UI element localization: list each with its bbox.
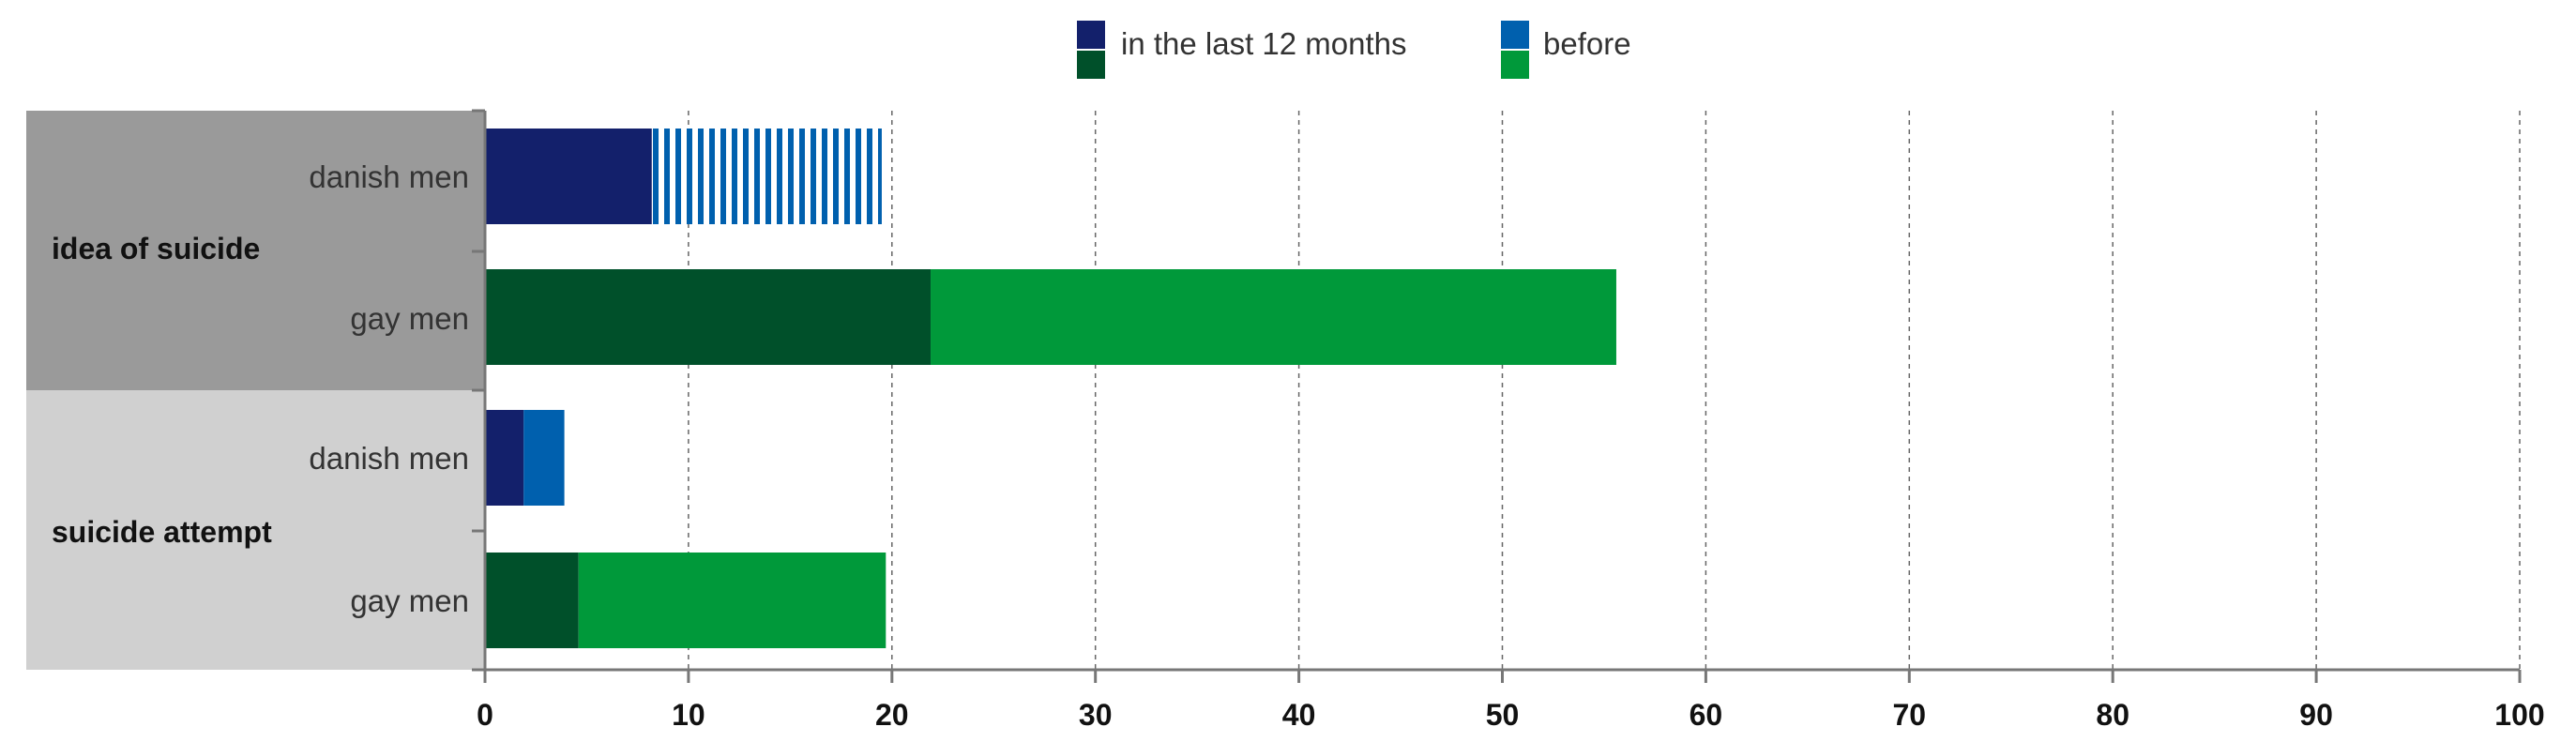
x-tick-label-100: 100 bbox=[2494, 698, 2544, 732]
bar-idea-of-suicide-danish-men-last12 bbox=[485, 129, 652, 224]
x-tick-label-20: 20 bbox=[875, 698, 909, 732]
bar-idea-of-suicide-danish-men-before bbox=[651, 129, 882, 224]
group-label-idea-of-suicide: idea of suicide bbox=[52, 232, 260, 265]
group-bg-idea-of-suicide bbox=[26, 111, 485, 390]
x-tick-label-60: 60 bbox=[1690, 698, 1723, 732]
x-tick-label-0: 0 bbox=[477, 698, 493, 732]
row-label-attempt-danish-men: danish men bbox=[309, 441, 469, 476]
group-label-suicide-attempt: suicide attempt bbox=[52, 515, 272, 549]
x-tick-label-10: 10 bbox=[672, 698, 705, 732]
x-tick-label-30: 30 bbox=[1079, 698, 1113, 732]
legend-swatch-before-blue bbox=[1501, 21, 1529, 49]
x-tick-label-50: 50 bbox=[1486, 698, 1520, 732]
x-tick-label-80: 80 bbox=[2096, 698, 2129, 732]
gridlines bbox=[688, 111, 2521, 670]
bar-suicide-attempt-gay-men-before bbox=[578, 553, 886, 648]
bar-idea-of-suicide-gay-men-last12 bbox=[485, 269, 932, 365]
legend-label-before: before bbox=[1543, 26, 1631, 61]
row-label-attempt-gay-men: gay men bbox=[350, 583, 469, 618]
bar-idea-of-suicide-gay-men-before bbox=[931, 269, 1616, 365]
row-label-idea-danish-men: danish men bbox=[309, 159, 469, 194]
legend-swatch-last12-blue bbox=[1077, 21, 1105, 49]
row-label-idea-gay-men: gay men bbox=[350, 301, 469, 336]
legend-label-last12: in the last 12 months bbox=[1121, 26, 1407, 61]
bar-suicide-attempt-danish-men-before bbox=[523, 410, 565, 506]
x-tick-label-90: 90 bbox=[2299, 698, 2333, 732]
x-tick-label-70: 70 bbox=[1893, 698, 1927, 732]
x-tick-label-40: 40 bbox=[1282, 698, 1316, 732]
bars bbox=[485, 129, 1616, 648]
x-axis: 0 10 20 30 40 50 60 70 80 90 100 bbox=[472, 109, 2545, 732]
group-bg-suicide-attempt bbox=[26, 390, 485, 670]
legend-swatch-last12-green bbox=[1077, 51, 1105, 79]
bar-suicide-attempt-danish-men-last12 bbox=[485, 410, 524, 506]
legend-swatch-before-green bbox=[1501, 51, 1529, 79]
bar-suicide-attempt-gay-men-last12 bbox=[485, 553, 579, 648]
legend: in the last 12 months before bbox=[1077, 21, 1631, 79]
